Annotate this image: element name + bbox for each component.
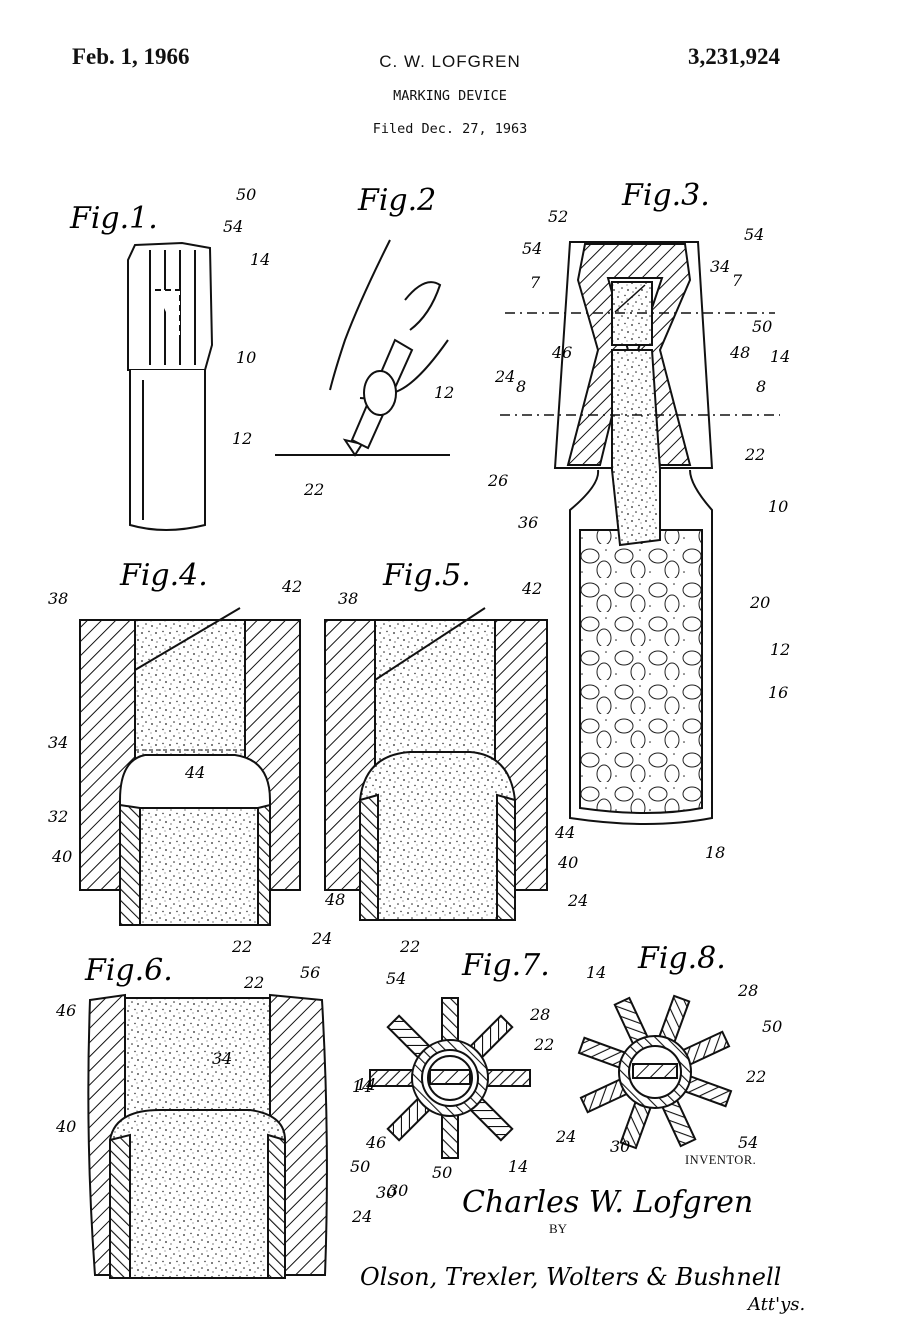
- ref-numeral: 14: [770, 347, 790, 366]
- ref-numeral: 34: [212, 1049, 232, 1068]
- patent-number: 3,231,924: [688, 44, 780, 69]
- ref-numeral: 22: [399, 937, 420, 956]
- ref-numeral: 52: [548, 207, 568, 226]
- ref-numeral: 50: [762, 1017, 782, 1036]
- ref-numeral: 22: [745, 1067, 766, 1086]
- ref-numeral: 14: [352, 1077, 372, 1096]
- attorney-signature: Olson, Trexler, Wolters & Bushnell: [360, 1263, 781, 1291]
- filed-date: Filed Dec. 27, 1963: [372, 121, 528, 137]
- reference-numerals: 50 54 14 10 12 12 22 52 54 54 34 7 7 50 …: [48, 185, 790, 1226]
- fig3-label: Fig.3.: [621, 178, 710, 213]
- ref-numeral: 24: [555, 1127, 576, 1146]
- ref-numeral: 44: [184, 763, 205, 782]
- ref-numeral: 22: [744, 445, 765, 464]
- ref-numeral: 24: [494, 367, 515, 386]
- ref-numeral: 7: [732, 271, 743, 290]
- ref-numeral: 8: [756, 377, 766, 396]
- figure-6: [87, 993, 328, 1279]
- ref-numeral: 54: [386, 969, 406, 988]
- ref-numeral: 42: [281, 577, 302, 596]
- fig1-label: Fig.1.: [69, 201, 158, 236]
- ref-numeral: 32: [48, 807, 68, 826]
- ref-numeral: 46: [551, 343, 572, 362]
- fig4-label: Fig.4.: [119, 558, 208, 593]
- ref-numeral: 12: [434, 383, 454, 402]
- ref-numeral: 28: [529, 1005, 550, 1024]
- ref-numeral: 16: [768, 683, 788, 702]
- figure-2: [275, 239, 450, 457]
- patent-title: MARKING DEVICE: [393, 88, 507, 104]
- fig2-label: Fig.2: [357, 183, 436, 218]
- ref-numeral: 14: [586, 963, 606, 982]
- ref-numeral: 26: [487, 471, 508, 490]
- fig7-label: Fig.7.: [461, 948, 550, 983]
- ref-numeral: 46: [365, 1133, 386, 1152]
- figure-8: [577, 994, 733, 1150]
- ref-numeral: 22: [243, 973, 264, 992]
- ref-numeral: 30: [376, 1183, 396, 1202]
- ref-numeral: 56: [300, 963, 320, 982]
- ref-numeral: 30: [388, 1181, 408, 1200]
- fig6-label: Fig.6.: [84, 953, 173, 988]
- ref-numeral: 22: [533, 1035, 554, 1054]
- fig5-label: Fig.5.: [382, 558, 471, 593]
- fig8-label: Fig.8.: [637, 941, 726, 976]
- ref-numeral: 10: [236, 348, 256, 367]
- ref-numeral: 30: [610, 1137, 630, 1156]
- ref-numeral: 40: [55, 1117, 76, 1136]
- ref-numeral: 50: [350, 1157, 370, 1176]
- ref-numeral: 54: [223, 217, 243, 236]
- ref-numeral: 24: [567, 891, 588, 910]
- attorney-suffix: Att'ys.: [746, 1294, 805, 1315]
- ref-numeral: 14: [508, 1157, 528, 1176]
- ref-numeral: 12: [770, 640, 790, 659]
- inventor-caption: INVENTOR.: [685, 1153, 757, 1167]
- ref-numeral: 36: [518, 513, 538, 532]
- ref-numeral: 50: [236, 185, 256, 204]
- figure-1: [127, 241, 214, 531]
- ref-numeral: 40: [557, 853, 578, 872]
- figure-3: [500, 241, 780, 825]
- ref-numeral: 50: [752, 317, 772, 336]
- patent-date: Feb. 1, 1966: [72, 44, 190, 69]
- ref-numeral: 34: [48, 733, 68, 752]
- ref-numeral: 10: [768, 497, 788, 516]
- inventor-signature: Charles W. Lofgren: [462, 1185, 753, 1220]
- by-caption: BY: [549, 1221, 568, 1236]
- ref-numeral: 48: [324, 890, 345, 909]
- ref-numeral: 12: [232, 429, 252, 448]
- ref-numeral: 22: [303, 480, 324, 499]
- ref-numeral: 18: [705, 843, 725, 862]
- ref-numeral: 54: [522, 239, 542, 258]
- ref-numeral: 38: [48, 589, 68, 608]
- ref-numeral: 8: [516, 377, 526, 396]
- inventor-name: C. W. LOFGREN: [379, 52, 521, 71]
- figure-5: [324, 607, 548, 921]
- ref-numeral: 38: [338, 589, 358, 608]
- ref-numeral: 44: [554, 823, 575, 842]
- ref-numeral: 48: [729, 343, 750, 362]
- ref-numeral: 28: [737, 981, 758, 1000]
- ref-numeral: 42: [521, 579, 542, 598]
- figure-7: [369, 997, 531, 1159]
- ref-numeral: 46: [55, 1001, 76, 1020]
- ref-numeral: 22: [231, 937, 252, 956]
- ref-numeral: 14: [356, 1075, 376, 1094]
- ref-numeral: 34: [710, 257, 730, 276]
- ref-numeral: 54: [744, 225, 764, 244]
- ref-numeral: 14: [250, 250, 270, 269]
- ref-numeral: 50: [432, 1163, 452, 1182]
- ref-numeral: 7: [530, 273, 541, 292]
- ref-numeral: 40: [51, 847, 72, 866]
- figure-4: [79, 607, 301, 926]
- ref-numeral: 20: [749, 593, 770, 612]
- ref-numeral: 24: [311, 929, 332, 948]
- ref-numeral: 24: [351, 1207, 372, 1226]
- ref-numeral: 54: [738, 1133, 758, 1152]
